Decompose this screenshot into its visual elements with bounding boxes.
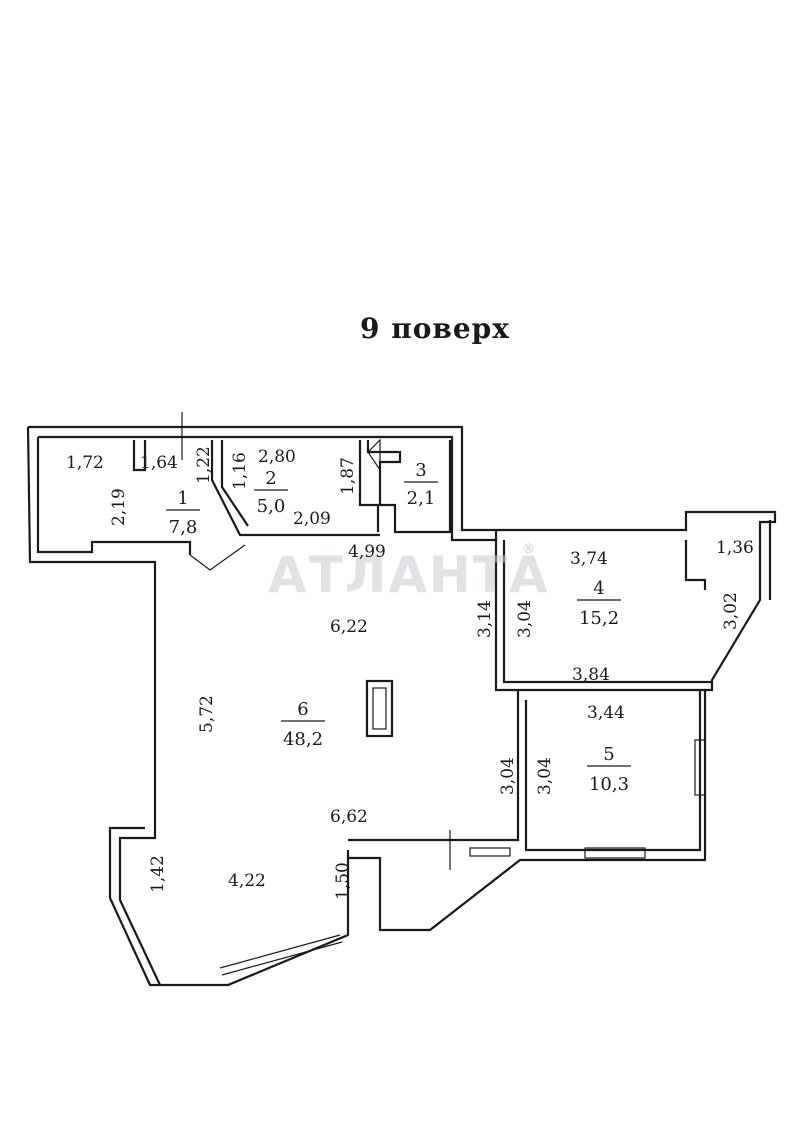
dimension-label: 1,36 [716, 538, 754, 558]
dimension-label: 2,80 [258, 447, 296, 467]
dimension-labels: 1,72 1,64 1,22 2,19 1,16 2,80 1,87 2,09 … [66, 446, 754, 900]
room-4-label: 4 15,2 [577, 578, 621, 629]
dimension-label: 1,87 [338, 457, 358, 495]
exterior-walls [26, 425, 777, 987]
watermark-registered-mark: ® [522, 542, 535, 557]
room-5-label: 5 10,3 [587, 744, 631, 795]
room-number: 4 [593, 578, 604, 599]
room-number: 5 [603, 744, 614, 765]
dimension-label: 4,22 [228, 871, 266, 891]
dimension-label: 6,22 [330, 617, 368, 637]
dimension-label: 3,14 [475, 600, 495, 638]
room-area: 10,3 [589, 774, 629, 795]
dimension-label: 6,62 [330, 807, 368, 827]
watermark: АТЛАНТА [268, 546, 550, 604]
dimension-label: 3,04 [535, 757, 555, 795]
dimension-label: 2,09 [293, 509, 331, 529]
dimension-label: 3,74 [570, 549, 608, 569]
room-number: 6 [297, 699, 308, 720]
room-number: 2 [265, 468, 276, 489]
dimension-label: 1,72 [66, 453, 104, 473]
floor-title: 9 поверх [360, 312, 510, 345]
windows [219, 739, 706, 976]
dimension-label: 3,04 [498, 757, 518, 795]
dimension-label: 1,64 [140, 453, 178, 473]
column-icon [365, 679, 394, 738]
dimension-label: 4,99 [348, 542, 386, 562]
door-details [181, 412, 451, 870]
room-area: 7,8 [169, 517, 198, 538]
dimension-label: 3,04 [515, 600, 535, 638]
room-area: 48,2 [283, 729, 323, 750]
room-6-label: 6 48,2 [281, 699, 325, 750]
dimension-label: 1,50 [333, 862, 353, 900]
dimension-label: 1,42 [148, 855, 168, 893]
room-3-label: 3 2,1 [404, 460, 438, 509]
dimension-label: 1,22 [194, 446, 214, 484]
room-area: 2,1 [407, 488, 436, 509]
room-number: 1 [177, 488, 188, 509]
dimension-label: 3,02 [721, 592, 741, 630]
room-1-label: 1 7,8 [166, 488, 200, 538]
room-2-label: 2 5,0 [254, 468, 288, 517]
room-area: 5,0 [257, 496, 286, 517]
room-area: 15,2 [579, 608, 619, 629]
interior-walls [36, 437, 712, 858]
room-number: 3 [415, 460, 426, 481]
dimension-label: 2,19 [109, 488, 129, 526]
dimension-label: 5,72 [197, 695, 217, 733]
dimension-label: 3,84 [572, 665, 610, 685]
dimension-label: 3,44 [587, 703, 625, 723]
dimension-label: 1,16 [230, 452, 250, 490]
